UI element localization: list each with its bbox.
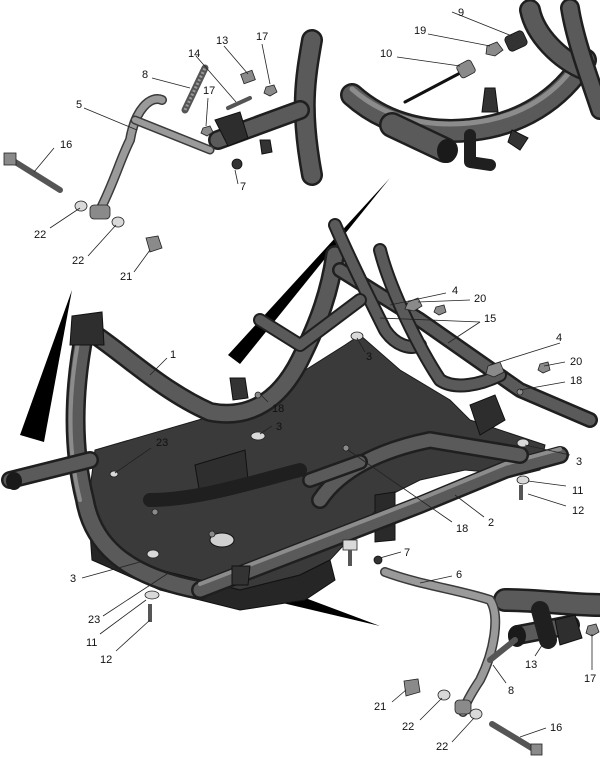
callout-11: 11 bbox=[572, 485, 583, 497]
callout-3: 3 bbox=[70, 573, 76, 585]
callout-7: 7 bbox=[240, 181, 246, 193]
lever-6 bbox=[380, 567, 501, 717]
callout-12: 12 bbox=[572, 505, 584, 517]
callout-16: 16 bbox=[60, 139, 72, 151]
callout-22: 22 bbox=[436, 741, 448, 753]
nut-17-inset bbox=[200, 84, 278, 137]
callout-21: 21 bbox=[120, 271, 132, 283]
callout-22: 22 bbox=[72, 255, 84, 267]
callout-4: 4 bbox=[556, 332, 562, 344]
callout-16: 16 bbox=[550, 722, 562, 734]
bolt-14 bbox=[226, 96, 252, 110]
inset-rear-frame bbox=[340, 0, 600, 171]
callout-3: 3 bbox=[276, 421, 282, 433]
callout-7: 7 bbox=[404, 547, 410, 559]
callout-23: 23 bbox=[156, 437, 168, 449]
inset-bottom-lever bbox=[380, 567, 600, 756]
callout-8: 8 bbox=[142, 69, 148, 81]
callout-21: 21 bbox=[374, 701, 386, 713]
callout-18: 18 bbox=[456, 523, 468, 535]
washers-22 bbox=[74, 200, 125, 228]
callout-12: 12 bbox=[100, 654, 112, 666]
callout-19: 19 bbox=[414, 25, 426, 37]
frame-tubes bbox=[1, 218, 598, 600]
callout-5: 5 bbox=[76, 99, 82, 111]
callout-9: 9 bbox=[458, 7, 464, 19]
callout-23: 23 bbox=[88, 614, 100, 626]
callout-3: 3 bbox=[366, 351, 372, 363]
arrow-pointer-left bbox=[20, 290, 72, 442]
bolt-16-bottom bbox=[489, 721, 543, 756]
callout-18: 18 bbox=[570, 375, 582, 387]
callout-18: 18 bbox=[272, 403, 284, 415]
inset-lever bbox=[3, 29, 323, 253]
callout-20: 20 bbox=[570, 356, 582, 368]
callout-20: 20 bbox=[474, 293, 486, 305]
washers-22-bottom bbox=[437, 689, 483, 720]
callout-2: 2 bbox=[488, 517, 494, 529]
bolt-16 bbox=[3, 152, 63, 193]
callout-8: 8 bbox=[508, 685, 514, 697]
callout-1: 1 bbox=[170, 349, 176, 361]
callout-15: 15 bbox=[484, 313, 496, 325]
callout-11: 11 bbox=[86, 637, 97, 649]
callout-13: 13 bbox=[216, 35, 228, 47]
callout-3: 3 bbox=[576, 456, 582, 468]
callout-13: 13 bbox=[525, 659, 537, 671]
nut-19 bbox=[485, 41, 504, 57]
callout-10: 10 bbox=[380, 48, 392, 60]
callout-22: 22 bbox=[402, 721, 414, 733]
lever-5 bbox=[89, 94, 215, 220]
cap-9 bbox=[504, 30, 528, 52]
callout-22: 22 bbox=[34, 229, 46, 241]
main-hardware bbox=[109, 297, 551, 622]
main-frame-assembly bbox=[1, 218, 598, 622]
callout-17: 17 bbox=[584, 673, 596, 685]
callout-14: 14 bbox=[188, 48, 200, 60]
bushing-21 bbox=[145, 235, 163, 253]
callout-6: 6 bbox=[456, 569, 462, 581]
pin-10 bbox=[403, 59, 476, 104]
callout-labels: 9 19 10 13 17 14 8 17 5 16 7 22 22 21 1 … bbox=[34, 7, 596, 753]
inset-bottom-frame bbox=[493, 588, 600, 649]
spring-8-bottom bbox=[487, 637, 518, 663]
inset-frame-tube bbox=[208, 29, 323, 186]
leader-lines bbox=[33, 11, 593, 743]
spring-8 bbox=[181, 64, 209, 114]
callout-4: 4 bbox=[452, 285, 458, 297]
bushing-21-bottom bbox=[403, 678, 421, 697]
callout-17: 17 bbox=[256, 31, 268, 43]
bolt-13 bbox=[240, 69, 256, 85]
callout-17: 17 bbox=[203, 85, 215, 97]
rear-frame-tube bbox=[340, 0, 600, 171]
